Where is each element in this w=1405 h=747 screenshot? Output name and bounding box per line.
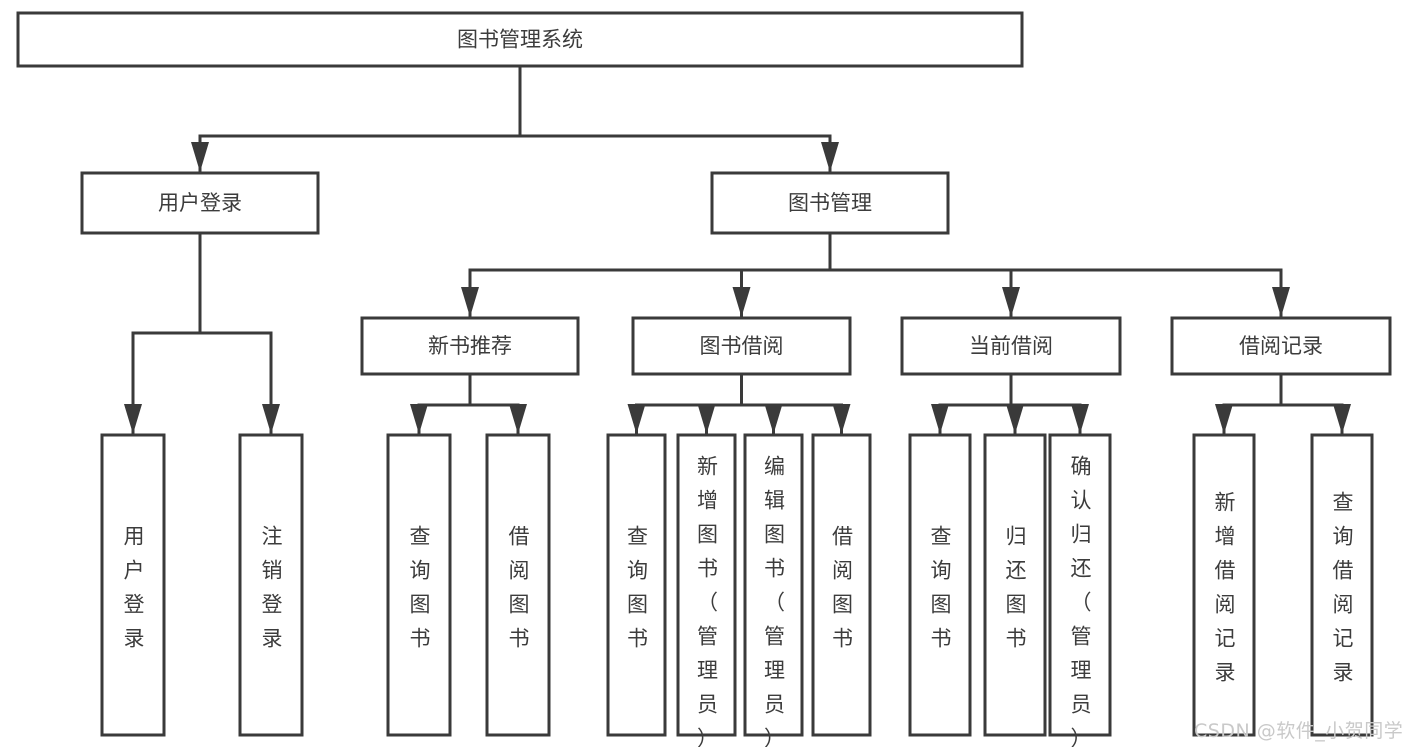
node-label-leaf-query-book-cur: 查询图书	[931, 525, 952, 651]
arrow-head-icon	[821, 142, 839, 172]
node-box-leaf-query-record	[1310, 433, 1374, 737]
node-root[interactable]: 图书管理系统	[16, 11, 1024, 68]
arrow-head-icon	[1272, 287, 1290, 317]
node-label-leaf-confirm-return-admin: 确认归还（管理员）	[1071, 455, 1092, 747]
node-label-leaf-query-record: 查询借阅记录	[1333, 491, 1354, 685]
node-label-leaf-logout: 注销登录	[262, 525, 283, 651]
node-book-manage[interactable]: 图书管理	[710, 171, 950, 235]
node-label-leaf-add-book-admin: 新增图书（管理员）	[697, 455, 718, 747]
node-box-leaf-borrow-book-rec	[485, 433, 551, 737]
node-label-current-borrow: 当前借阅	[969, 334, 1053, 358]
node-label-leaf-user-login: 用户登录	[124, 525, 145, 651]
node-book-borrow[interactable]: 图书借阅	[631, 316, 852, 376]
node-leaf-query-book-rec[interactable]: 查询图书	[386, 433, 452, 737]
node-label-leaf-borrow-book-rec: 借阅图书	[509, 525, 530, 651]
arrow-head-icon	[697, 404, 716, 434]
edges-layer	[124, 64, 1351, 436]
node-box-book-manage	[710, 171, 950, 235]
node-borrow-record[interactable]: 借阅记录	[1170, 316, 1392, 376]
arrow-head-icon	[764, 404, 783, 434]
arrow-head-icon	[1006, 404, 1024, 434]
node-box-leaf-add-record	[1192, 433, 1256, 737]
arrow-head-icon	[191, 142, 209, 172]
node-box-current-borrow	[900, 316, 1122, 376]
node-leaf-user-login[interactable]: 用户登录	[100, 433, 166, 737]
node-current-borrow[interactable]: 当前借阅	[900, 316, 1122, 376]
arrow-head-icon	[124, 404, 142, 434]
node-leaf-query-record[interactable]: 查询借阅记录	[1310, 433, 1374, 737]
node-box-leaf-confirm-return-admin	[1048, 433, 1112, 737]
arrow-head-icon	[1215, 404, 1233, 434]
node-leaf-logout[interactable]: 注销登录	[238, 433, 304, 737]
node-leaf-add-record[interactable]: 新增借阅记录	[1192, 433, 1256, 737]
node-box-leaf-return-book	[983, 433, 1047, 737]
node-label-leaf-edit-book-admin: 编辑图书（管理员）	[764, 455, 785, 747]
node-label-leaf-query-book-borrow: 查询图书	[627, 525, 648, 651]
node-leaf-borrow-book-rec[interactable]: 借阅图书	[485, 433, 551, 737]
node-label-leaf-return-book: 归还图书	[1006, 525, 1027, 651]
node-leaf-add-book-admin[interactable]: 新增图书（管理员）	[676, 433, 737, 747]
node-leaf-confirm-return-admin[interactable]: 确认归还（管理员）	[1048, 433, 1112, 747]
node-box-book-borrow	[631, 316, 852, 376]
arrow-head-icon	[832, 404, 851, 434]
arrow-head-icon	[931, 404, 949, 434]
node-label-root: 图书管理系统	[457, 28, 583, 52]
node-box-leaf-user-login	[100, 433, 166, 737]
node-label-leaf-add-record: 新增借阅记录	[1215, 491, 1236, 685]
node-box-leaf-borrow-book	[811, 433, 872, 737]
node-box-new-book-recommend	[360, 316, 580, 376]
csdn-watermark: CSDN @软件_小贺同学	[1194, 720, 1404, 742]
node-new-book-recommend[interactable]: 新书推荐	[360, 316, 580, 376]
arrow-head-icon	[1071, 404, 1089, 434]
node-leaf-query-book-cur[interactable]: 查询图书	[908, 433, 972, 737]
node-box-leaf-logout	[238, 433, 304, 737]
node-box-root	[16, 11, 1024, 68]
node-leaf-return-book[interactable]: 归还图书	[983, 433, 1047, 737]
arrow-head-icon	[627, 404, 646, 434]
node-box-leaf-query-book-borrow	[606, 433, 667, 737]
node-label-book-borrow: 图书借阅	[700, 334, 784, 358]
node-label-book-manage: 图书管理	[788, 191, 872, 215]
node-box-leaf-query-book-cur	[908, 433, 972, 737]
node-box-user-login	[80, 171, 320, 235]
node-label-user-login: 用户登录	[158, 191, 242, 215]
arrow-head-icon	[461, 287, 479, 317]
node-user-login[interactable]: 用户登录	[80, 171, 320, 235]
node-leaf-edit-book-admin[interactable]: 编辑图书（管理员）	[743, 433, 804, 747]
arrow-head-icon	[1002, 287, 1020, 317]
node-label-leaf-query-book-rec: 查询图书	[410, 525, 431, 651]
node-label-borrow-record: 借阅记录	[1239, 334, 1323, 358]
arrow-head-icon	[1333, 404, 1351, 434]
nodes-layer: 图书管理系统用户登录图书管理新书推荐图书借阅当前借阅借阅记录用户登录注销登录查询…	[16, 11, 1392, 747]
node-leaf-borrow-book[interactable]: 借阅图书	[811, 433, 872, 737]
node-label-leaf-borrow-book: 借阅图书	[832, 525, 853, 651]
arrow-head-icon	[732, 287, 751, 317]
node-leaf-query-book-borrow[interactable]: 查询图书	[606, 433, 667, 737]
node-box-leaf-edit-book-admin	[743, 433, 804, 737]
node-label-new-book-recommend: 新书推荐	[428, 334, 512, 358]
node-box-borrow-record	[1170, 316, 1392, 376]
arrow-head-icon	[509, 404, 527, 434]
arrow-head-icon	[410, 404, 428, 434]
arrow-head-icon	[262, 404, 280, 434]
node-box-leaf-query-book-rec	[386, 433, 452, 737]
node-box-leaf-add-book-admin	[676, 433, 737, 737]
